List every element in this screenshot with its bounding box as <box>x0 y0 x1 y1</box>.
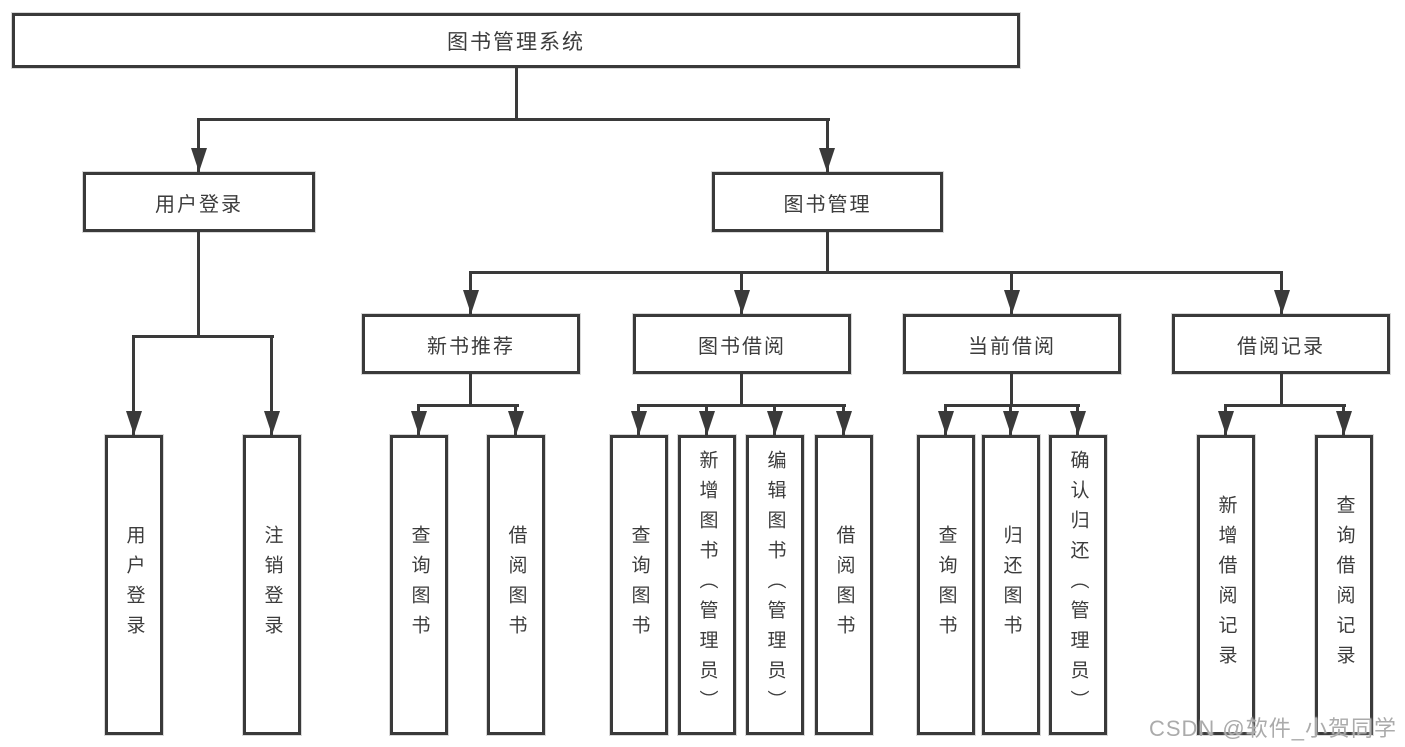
edge-book-mgmt-rail <box>469 271 1283 274</box>
edge-current-stub <box>1010 374 1013 406</box>
node-label: 查询借阅记录 <box>1333 495 1355 675</box>
arrow-down-icon <box>1274 290 1290 314</box>
node-label: 新书推荐 <box>427 335 515 358</box>
leaf-records-add-record: 新增借阅记录 <box>1197 435 1255 735</box>
node-label: 查询图书 <box>628 525 650 645</box>
node-label: 图书管理系统 <box>447 30 585 54</box>
node-label: 查询图书 <box>408 525 430 645</box>
arrow-down-icon <box>819 148 835 172</box>
edge-root-rail <box>197 118 830 121</box>
node-new-book-recommend: 新书推荐 <box>362 314 580 374</box>
arrow-down-icon <box>1003 411 1019 435</box>
leaf-borrowing-edit-books: 编辑图书（管理员） <box>746 435 804 735</box>
arrow-down-icon <box>699 411 715 435</box>
leaf-current-return-books: 归还图书 <box>982 435 1040 735</box>
arrow-down-icon <box>767 411 783 435</box>
edge-borrowing-rail <box>637 404 846 407</box>
edge-recommend-stub <box>469 374 472 406</box>
node-label: 用户登录 <box>123 525 145 645</box>
csdn-watermark: CSDN @软件_小贺同学 <box>1148 716 1397 741</box>
leaf-borrowing-borrow-books: 借阅图书 <box>815 435 873 735</box>
edge-root-stub <box>515 68 518 121</box>
edge-drop <box>826 118 829 172</box>
edge-drop <box>132 335 135 435</box>
node-label: 新增图书（管理员） <box>696 450 718 720</box>
arrow-down-icon <box>191 148 207 172</box>
arrow-down-icon <box>938 411 954 435</box>
node-book-borrowing: 图书借阅 <box>633 314 851 374</box>
edge-current-rail <box>944 404 1080 407</box>
leaf-logout: 注销登录 <box>243 435 301 735</box>
node-label: 当前借阅 <box>968 335 1056 358</box>
edge-drop <box>270 335 273 435</box>
leaf-recommend-query-books: 查询图书 <box>390 435 448 735</box>
leaf-recommend-borrow-books: 借阅图书 <box>487 435 545 735</box>
leaf-user-login: 用户登录 <box>105 435 163 735</box>
arrow-down-icon <box>1004 290 1020 314</box>
arrow-down-icon <box>1218 411 1234 435</box>
node-label: 借阅图书 <box>505 525 527 645</box>
node-book-management: 图书管理 <box>712 172 943 232</box>
node-root-system: 图书管理系统 <box>12 13 1020 68</box>
leaf-records-query-record: 查询借阅记录 <box>1315 435 1373 735</box>
node-label: 查询图书 <box>935 525 957 645</box>
edge-user-login-stub <box>197 232 200 336</box>
node-user-login: 用户登录 <box>83 172 315 232</box>
node-label: 编辑图书（管理员） <box>764 450 786 720</box>
leaf-borrowing-add-books: 新增图书（管理员） <box>678 435 736 735</box>
edge-recommend-rail <box>417 404 519 407</box>
arrow-down-icon <box>734 290 750 314</box>
edge-records-rail <box>1224 404 1346 407</box>
leaf-current-query-books: 查询图书 <box>917 435 975 735</box>
node-label: 注销登录 <box>261 525 283 645</box>
node-current-borrowing: 当前借阅 <box>903 314 1121 374</box>
node-label: 借阅图书 <box>833 525 855 645</box>
arrow-down-icon <box>126 411 142 435</box>
arrow-down-icon <box>264 411 280 435</box>
node-label: 确认归还（管理员） <box>1067 450 1089 720</box>
arrow-down-icon <box>836 411 852 435</box>
arrow-down-icon <box>508 411 524 435</box>
node-label: 图书借阅 <box>698 335 786 358</box>
arrow-down-icon <box>463 290 479 314</box>
edge-book-mgmt-stub <box>826 232 829 274</box>
arrow-down-icon <box>1336 411 1352 435</box>
edge-records-stub <box>1280 374 1283 406</box>
arrow-down-icon <box>631 411 647 435</box>
edge-drop <box>197 118 200 172</box>
edge-user-login-rail <box>132 335 274 338</box>
node-label: 用户登录 <box>155 193 243 216</box>
leaf-current-confirm-return: 确认归还（管理员） <box>1049 435 1107 735</box>
arrow-down-icon <box>411 411 427 435</box>
edge-borrowing-stub <box>740 374 743 406</box>
node-label: 图书管理 <box>783 193 872 216</box>
node-label: 新增借阅记录 <box>1215 495 1237 675</box>
arrow-down-icon <box>1070 411 1086 435</box>
node-label: 借阅记录 <box>1237 335 1325 358</box>
node-label: 归还图书 <box>1000 525 1022 645</box>
leaf-borrowing-query-books: 查询图书 <box>610 435 668 735</box>
node-borrowing-records: 借阅记录 <box>1172 314 1390 374</box>
